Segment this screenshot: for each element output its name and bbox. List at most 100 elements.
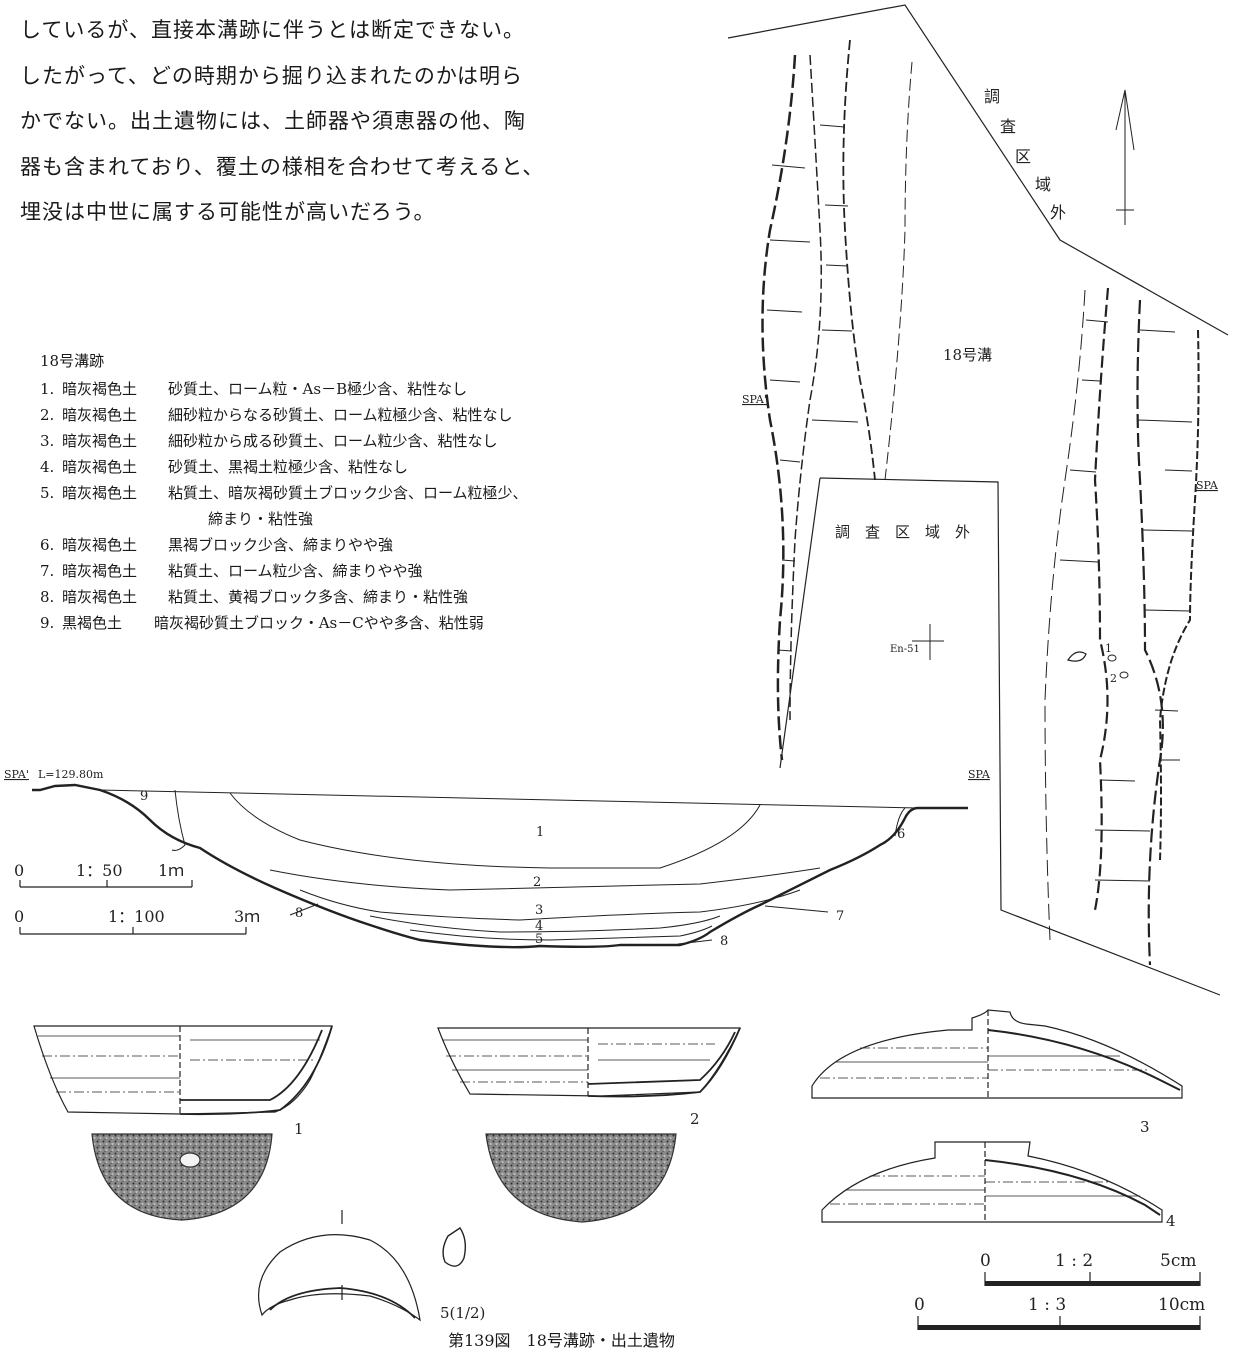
layer-label: 6 [897, 827, 905, 842]
layer-number: 7. [40, 562, 55, 580]
spa-prime-label: SPA' [4, 768, 29, 781]
layer-number: 6. [40, 536, 55, 554]
outside-area-label: 調 [984, 87, 1000, 106]
layer-number: 5. [40, 484, 55, 502]
layer-description: 粘質土、暗灰褐砂質土ブロック少含、ローム粒極少、 [168, 484, 528, 502]
intro-line: かでない。出土遺物には、土師器や須恵器の他、陶 [20, 109, 526, 133]
legend-row: 2.暗灰褐色土細砂粒からなる砂質土、ローム粒極少含、粘性なし [40, 402, 528, 428]
layer-description: 砂質土、ローム粒・As－B極少含、粘性なし [168, 380, 468, 398]
layer-number: 9. [40, 614, 55, 632]
find-marker-icon [1107, 654, 1117, 662]
intro-line: しているが、直接本溝跡に伴うとは断定できない。 [20, 18, 525, 42]
survey-boundary-line [779, 477, 821, 769]
layer-soil: 暗灰褐色土 [62, 484, 138, 502]
lid-3-drawing [811, 1009, 1183, 1099]
layer-soil: 暗灰褐色土 [62, 432, 138, 450]
intro-line: 埋没は中世に属する可能性が高いだろう。 [20, 200, 436, 224]
artifact-drawings [33, 1009, 1201, 1330]
layer-soil: 暗灰褐色土 [62, 380, 138, 398]
artifact-label: 2 [690, 1110, 700, 1128]
legend-row: 4.暗灰褐色土砂質土、黒褐土粒極少含、粘性なし [40, 454, 528, 480]
layer-label: 2 [533, 875, 541, 890]
scale-bar [19, 880, 247, 935]
layer-soil: 暗灰褐色土 [62, 458, 138, 476]
ditch-edge-line [884, 61, 913, 481]
intro-line: 器も含まれており、覆土の様相を合わせて考えると、 [20, 154, 545, 179]
cross-section [19, 783, 968, 949]
fragment-5-drawing [258, 1210, 467, 1322]
find-label: 2 [1110, 672, 1117, 685]
layer-description: 砂質土、黒褐土粒極少含、粘性なし [168, 458, 409, 476]
ditch-edge-line [761, 54, 797, 761]
layer-label: 9 [140, 789, 148, 804]
layer-label: 7 [836, 909, 844, 924]
artifact-label: 4 [1166, 1212, 1176, 1230]
ditch-edge-line [1136, 299, 1164, 966]
find-label: 1 [1105, 642, 1112, 655]
layer-description: 細砂粒から成る砂質土、ローム粒少含、粘性なし [168, 432, 498, 450]
legend-row: 5. 暗灰褐色土 粘質土、暗灰褐砂質土ブロック少含、ローム粒極少、 [40, 480, 528, 506]
survey-boundary-line [819, 477, 1221, 996]
layer-number: 2. [40, 406, 55, 424]
scale-label: 5cm [1160, 1251, 1196, 1271]
artifact-label: 1 [294, 1120, 304, 1138]
artifact-label: 3 [1140, 1118, 1150, 1136]
artifact-labels: 1 2 3 4 5(1/2) 0 1 : 2 5cm 0 1 : 3 10cm [294, 1110, 1205, 1322]
artifact-scale-bars [917, 1272, 1201, 1330]
layer-soil: 暗灰褐色土 [62, 536, 138, 554]
figure-caption: 第139図 18号溝跡・出土遺物 [448, 1331, 675, 1350]
bowl-1-drawing [33, 1025, 333, 1221]
legend-title: 18号溝跡 [40, 352, 105, 370]
layer-soil: 暗灰褐色土 [62, 588, 138, 606]
ditch-edge-line [1158, 329, 1200, 861]
scale-label: 10cm [1158, 1295, 1205, 1315]
scale-label: 1 : 2 [1055, 1251, 1093, 1271]
section-layer-lines [99, 789, 919, 945]
legend-row: 9.黒褐色土暗灰褐砂質土ブロック・As－Cやや多含、粘性弱 [40, 610, 528, 636]
spa-label: SPA [1196, 479, 1219, 492]
layer-label: 1 [536, 825, 544, 840]
plan-labels: 調 査 区 域 外 18号溝 調 査 区 域 外 SPA' SPA En-51 … [742, 87, 1219, 685]
svg-text:査: 査 [1000, 117, 1016, 136]
scale-label: 1 : 3 [1028, 1295, 1066, 1315]
slope-hachure-lines [766, 124, 1193, 882]
plan-view [727, 4, 1229, 996]
ditch-label: 18号溝 [943, 346, 992, 364]
scale-label: 1：50 [76, 861, 123, 880]
ditch-edge-line [1093, 287, 1110, 911]
benchmark-label: En-51 [890, 644, 920, 655]
svg-text:外: 外 [1050, 203, 1066, 222]
lid-4-drawing [821, 1141, 1163, 1223]
legend-row: 8.暗灰褐色土粘質土、黄褐ブロック多含、締まり・粘性強 [40, 584, 528, 610]
find-marker-icon [1067, 651, 1087, 662]
north-arrow-icon [1115, 89, 1135, 225]
soil-legend: 18号溝跡 1.暗灰褐色土砂質土、ローム粒・As－B極少含、粘性なし 2.暗灰褐… [40, 348, 528, 636]
survey-boundary-line [727, 4, 1229, 336]
intro-paragraph: しているが、直接本溝跡に伴うとは断定できない。 したがって、どの時期から掘り込ま… [20, 8, 720, 236]
find-marker-icon [1119, 671, 1129, 679]
layer-label: 3 [535, 903, 543, 918]
layer-label: 8 [720, 934, 728, 949]
scale-label: 0 [14, 861, 24, 880]
section-labels: SPA' L=129.80m SPA 1 2 3 4 5 6 7 8 8 9 0… [4, 768, 991, 949]
scale-label: 0 [980, 1251, 991, 1271]
spa-label: SPA [968, 768, 991, 781]
scale-label: 0 [914, 1295, 925, 1315]
scale-label: 1：100 [108, 907, 165, 926]
ditch-edge-line [842, 39, 876, 481]
outside-area-label: 調 査 区 域 外 [835, 523, 970, 541]
layer-number: 3. [40, 432, 55, 450]
svg-text:域: 域 [1035, 175, 1051, 194]
layer-label: 4 [535, 919, 543, 934]
layer-description: 細砂粒からなる砂質土、ローム粒極少含、粘性なし [168, 406, 513, 424]
legend-row: 1. 暗灰褐色土 砂質土、ローム粒・As－B極少含、粘性なし [40, 376, 528, 402]
layer-number: 1. [40, 380, 55, 398]
layer-number: 8. [40, 588, 55, 606]
svg-text:区: 区 [1015, 147, 1031, 166]
layer-label: 5 [535, 932, 543, 947]
layer-description: 粘質土、ローム粒少含、締まりやや強 [168, 562, 423, 580]
legend-row: 6. 暗灰褐色土 黒褐ブロック少含、締まりやや強 [40, 532, 528, 558]
layer-description: 黒褐ブロック少含、締まりやや強 [168, 536, 394, 554]
legend-row: 7.暗灰褐色土粘質土、ローム粒少含、締まりやや強 [40, 558, 528, 584]
